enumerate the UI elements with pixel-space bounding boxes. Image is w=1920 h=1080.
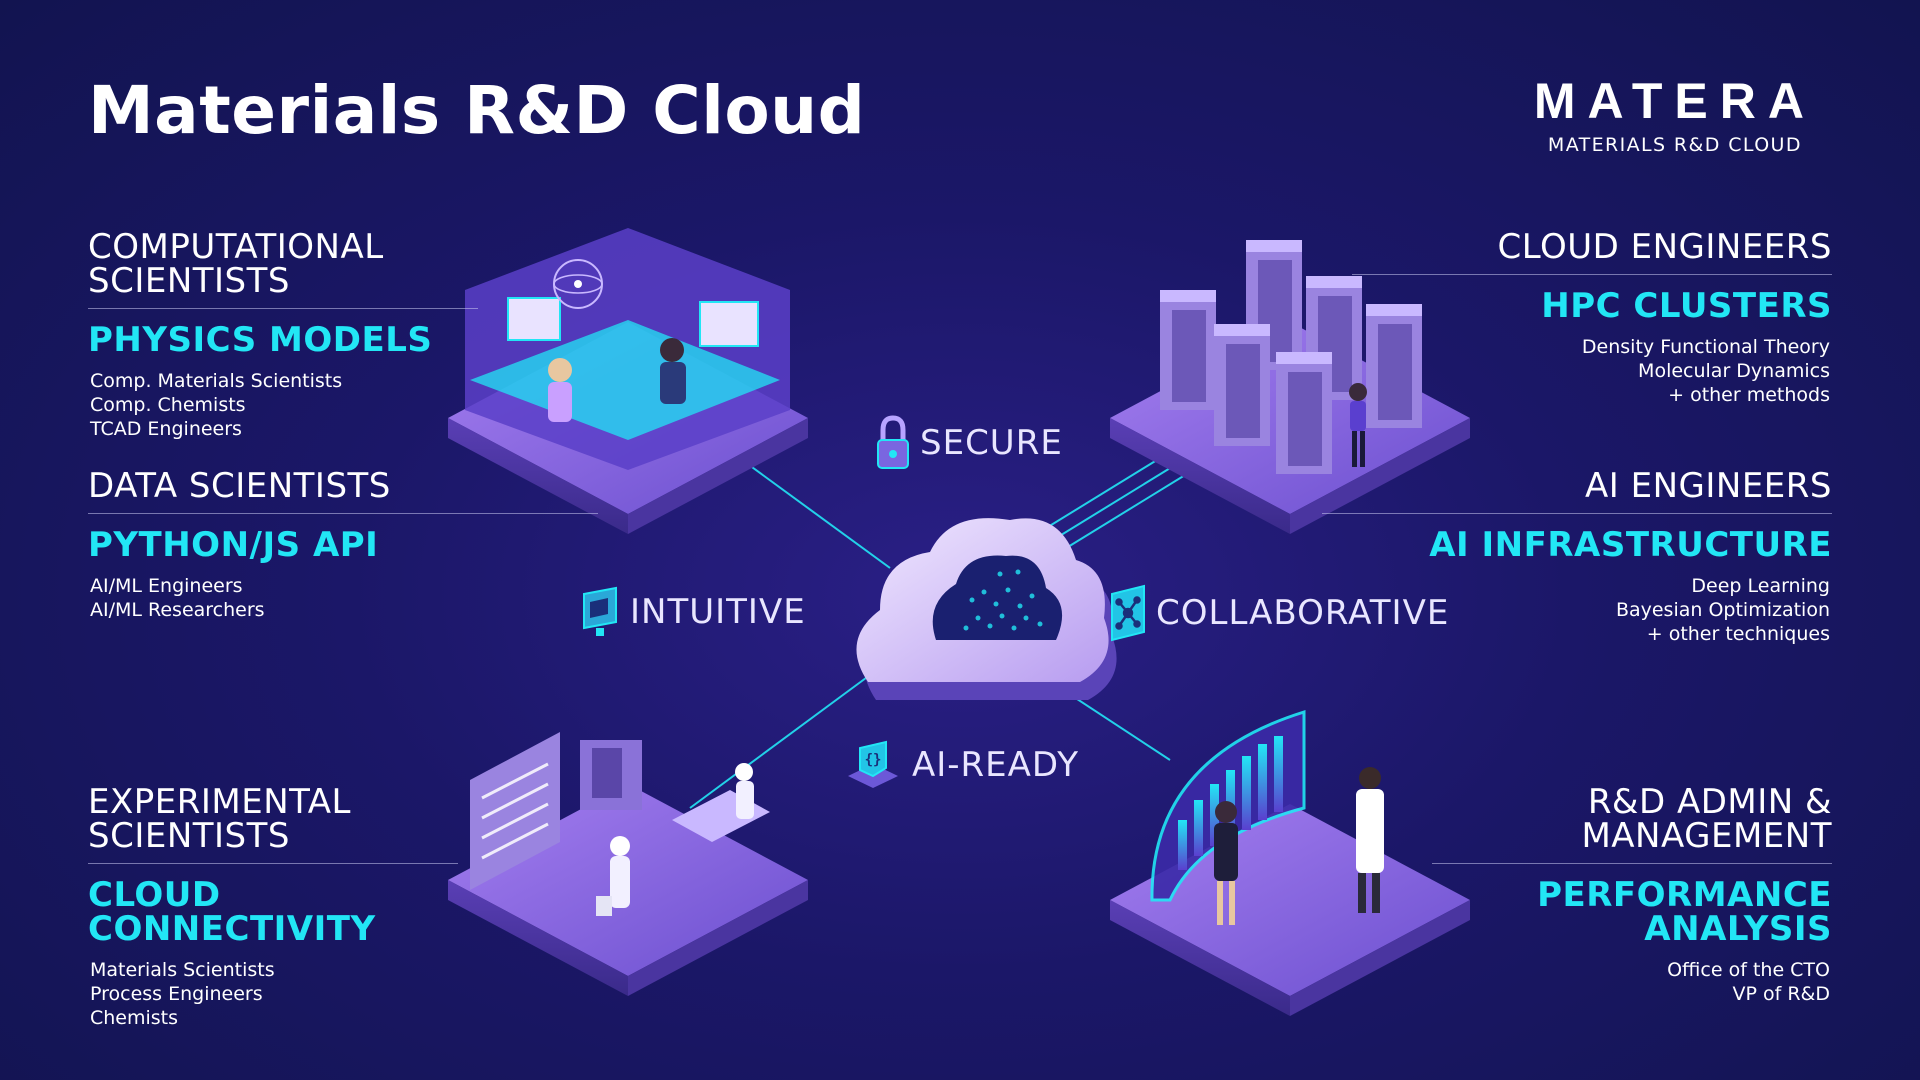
list-item: Process Engineers: [90, 983, 263, 1005]
list-item: Chemists: [90, 1007, 179, 1029]
list-item: + other methods: [1668, 384, 1830, 406]
segment-management: R&D ADMIN & MANAGEMENT PERFORMANCE ANALY…: [1272, 785, 1832, 1006]
list-item: AI/ML Engineers: [90, 575, 243, 597]
list-item: Office of the CTO: [1667, 959, 1830, 981]
logo-subtitle: MATERIALS R&D CLOUD: [1547, 134, 1802, 156]
divider: [1322, 513, 1832, 514]
feature-secure-label: SECURE: [920, 423, 1063, 463]
platform-hpc: [1110, 240, 1470, 534]
platform-performance: [1110, 709, 1470, 1016]
segment-role: COMPUTATIONAL SCIENTISTS: [88, 227, 384, 301]
feature-collaborative-label: COLLABORATIVE: [1156, 593, 1450, 633]
feature-intuitive-label: INTUITIVE: [630, 592, 806, 632]
server-rack-4: [1366, 304, 1422, 428]
segment-user-list: Comp. Materials Scientists Comp. Chemist…: [88, 369, 648, 441]
segment-role: AI ENGINEERS: [1585, 466, 1832, 506]
segment-technology: PERFORMANCE ANALYSIS: [1537, 875, 1832, 949]
central-cloud-icon: [856, 518, 1117, 700]
platform-computational: [448, 228, 808, 534]
list-item: Density Functional Theory: [1581, 336, 1830, 358]
segment-role: DATA SCIENTISTS: [88, 466, 391, 506]
segment-data: DATA SCIENTISTS PYTHON/JS API AI/ML Engi…: [88, 469, 648, 622]
feature-intuitive: INTUITIVE: [580, 584, 806, 640]
server-rack-5: [1214, 324, 1270, 446]
feature-secure: SECURE: [876, 414, 1063, 472]
list-item: Deep Learning: [1691, 575, 1830, 597]
segment-user-list: Office of the CTO VP of R&D: [1272, 958, 1832, 1006]
list-item: Comp. Chemists: [90, 394, 246, 416]
divider: [1352, 274, 1832, 275]
divider: [88, 863, 458, 864]
platform-experimental: [448, 732, 808, 996]
list-item: AI/ML Researchers: [90, 599, 265, 621]
segment-cloud-engineers: CLOUD ENGINEERS HPC CLUSTERS Density Fun…: [1272, 230, 1832, 407]
divider: [88, 308, 478, 309]
segment-technology: PHYSICS MODELS: [88, 320, 433, 360]
connector-bottom-left: [689, 674, 871, 809]
segment-user-list: Materials Scientists Process Engineers C…: [88, 958, 648, 1030]
server-rack-6: [1276, 352, 1332, 474]
connector-top-right-1: [1029, 451, 1171, 539]
segment-computational: COMPUTATIONAL SCIENTISTS PHYSICS MODELS …: [88, 230, 648, 441]
connector-top-right-3: [1049, 471, 1191, 559]
segment-technology: AI INFRASTRUCTURE: [1429, 525, 1832, 565]
server-rack-1: [1160, 290, 1216, 410]
feature-collaborative: COLLABORATIVE: [1110, 584, 1449, 642]
list-item: Comp. Materials Scientists: [90, 370, 343, 392]
segment-user-list: AI/ML Engineers AI/ML Researchers: [88, 574, 648, 622]
divider: [1432, 863, 1832, 864]
segment-technology: CLOUD CONNECTIVITY: [88, 875, 376, 949]
page-title: Materials R&D Cloud: [88, 72, 866, 149]
padlock-icon: [877, 415, 909, 469]
list-item: Bayesian Optimization: [1615, 599, 1830, 621]
list-item: VP of R&D: [1732, 983, 1831, 1005]
list-item: + other techniques: [1646, 623, 1830, 645]
segment-user-list: Deep Learning Bayesian Optimization + ot…: [1272, 574, 1832, 646]
divider: [88, 513, 598, 514]
svg-text:{}: {}: [865, 752, 882, 768]
logo-wordmark: MATERA: [1533, 73, 1816, 129]
list-item: TCAD Engineers: [90, 418, 242, 440]
list-item: Molecular Dynamics: [1638, 360, 1830, 382]
segment-technology: PYTHON/JS API: [88, 525, 379, 565]
chip-icon: {}: [848, 740, 898, 788]
segment-technology: HPC CLUSTERS: [1541, 286, 1832, 326]
list-item: Materials Scientists: [90, 959, 275, 981]
feature-ai-ready: {} AI-READY: [844, 738, 1079, 792]
matera-logo: MATERA MATERIALS R&D CLOUD: [1534, 76, 1816, 156]
segment-experimental: EXPERIMENTAL SCIENTISTS CLOUD CONNECTIVI…: [88, 785, 648, 1030]
segment-role: EXPERIMENTAL SCIENTISTS: [88, 782, 351, 856]
segment-user-list: Density Functional Theory Molecular Dyna…: [1272, 335, 1832, 407]
segment-ai-engineers: AI ENGINEERS AI INFRASTRUCTURE Deep Lear…: [1272, 469, 1832, 646]
network-icon: [1111, 584, 1145, 642]
segment-role: CLOUD ENGINEERS: [1497, 227, 1832, 267]
segment-role: R&D ADMIN & MANAGEMENT: [1581, 782, 1832, 856]
connector-top-left: [744, 461, 891, 569]
monitor-icon: [583, 586, 617, 636]
feature-ai-ready-label: AI-READY: [912, 745, 1080, 785]
connector-top-right-2: [1039, 461, 1181, 549]
